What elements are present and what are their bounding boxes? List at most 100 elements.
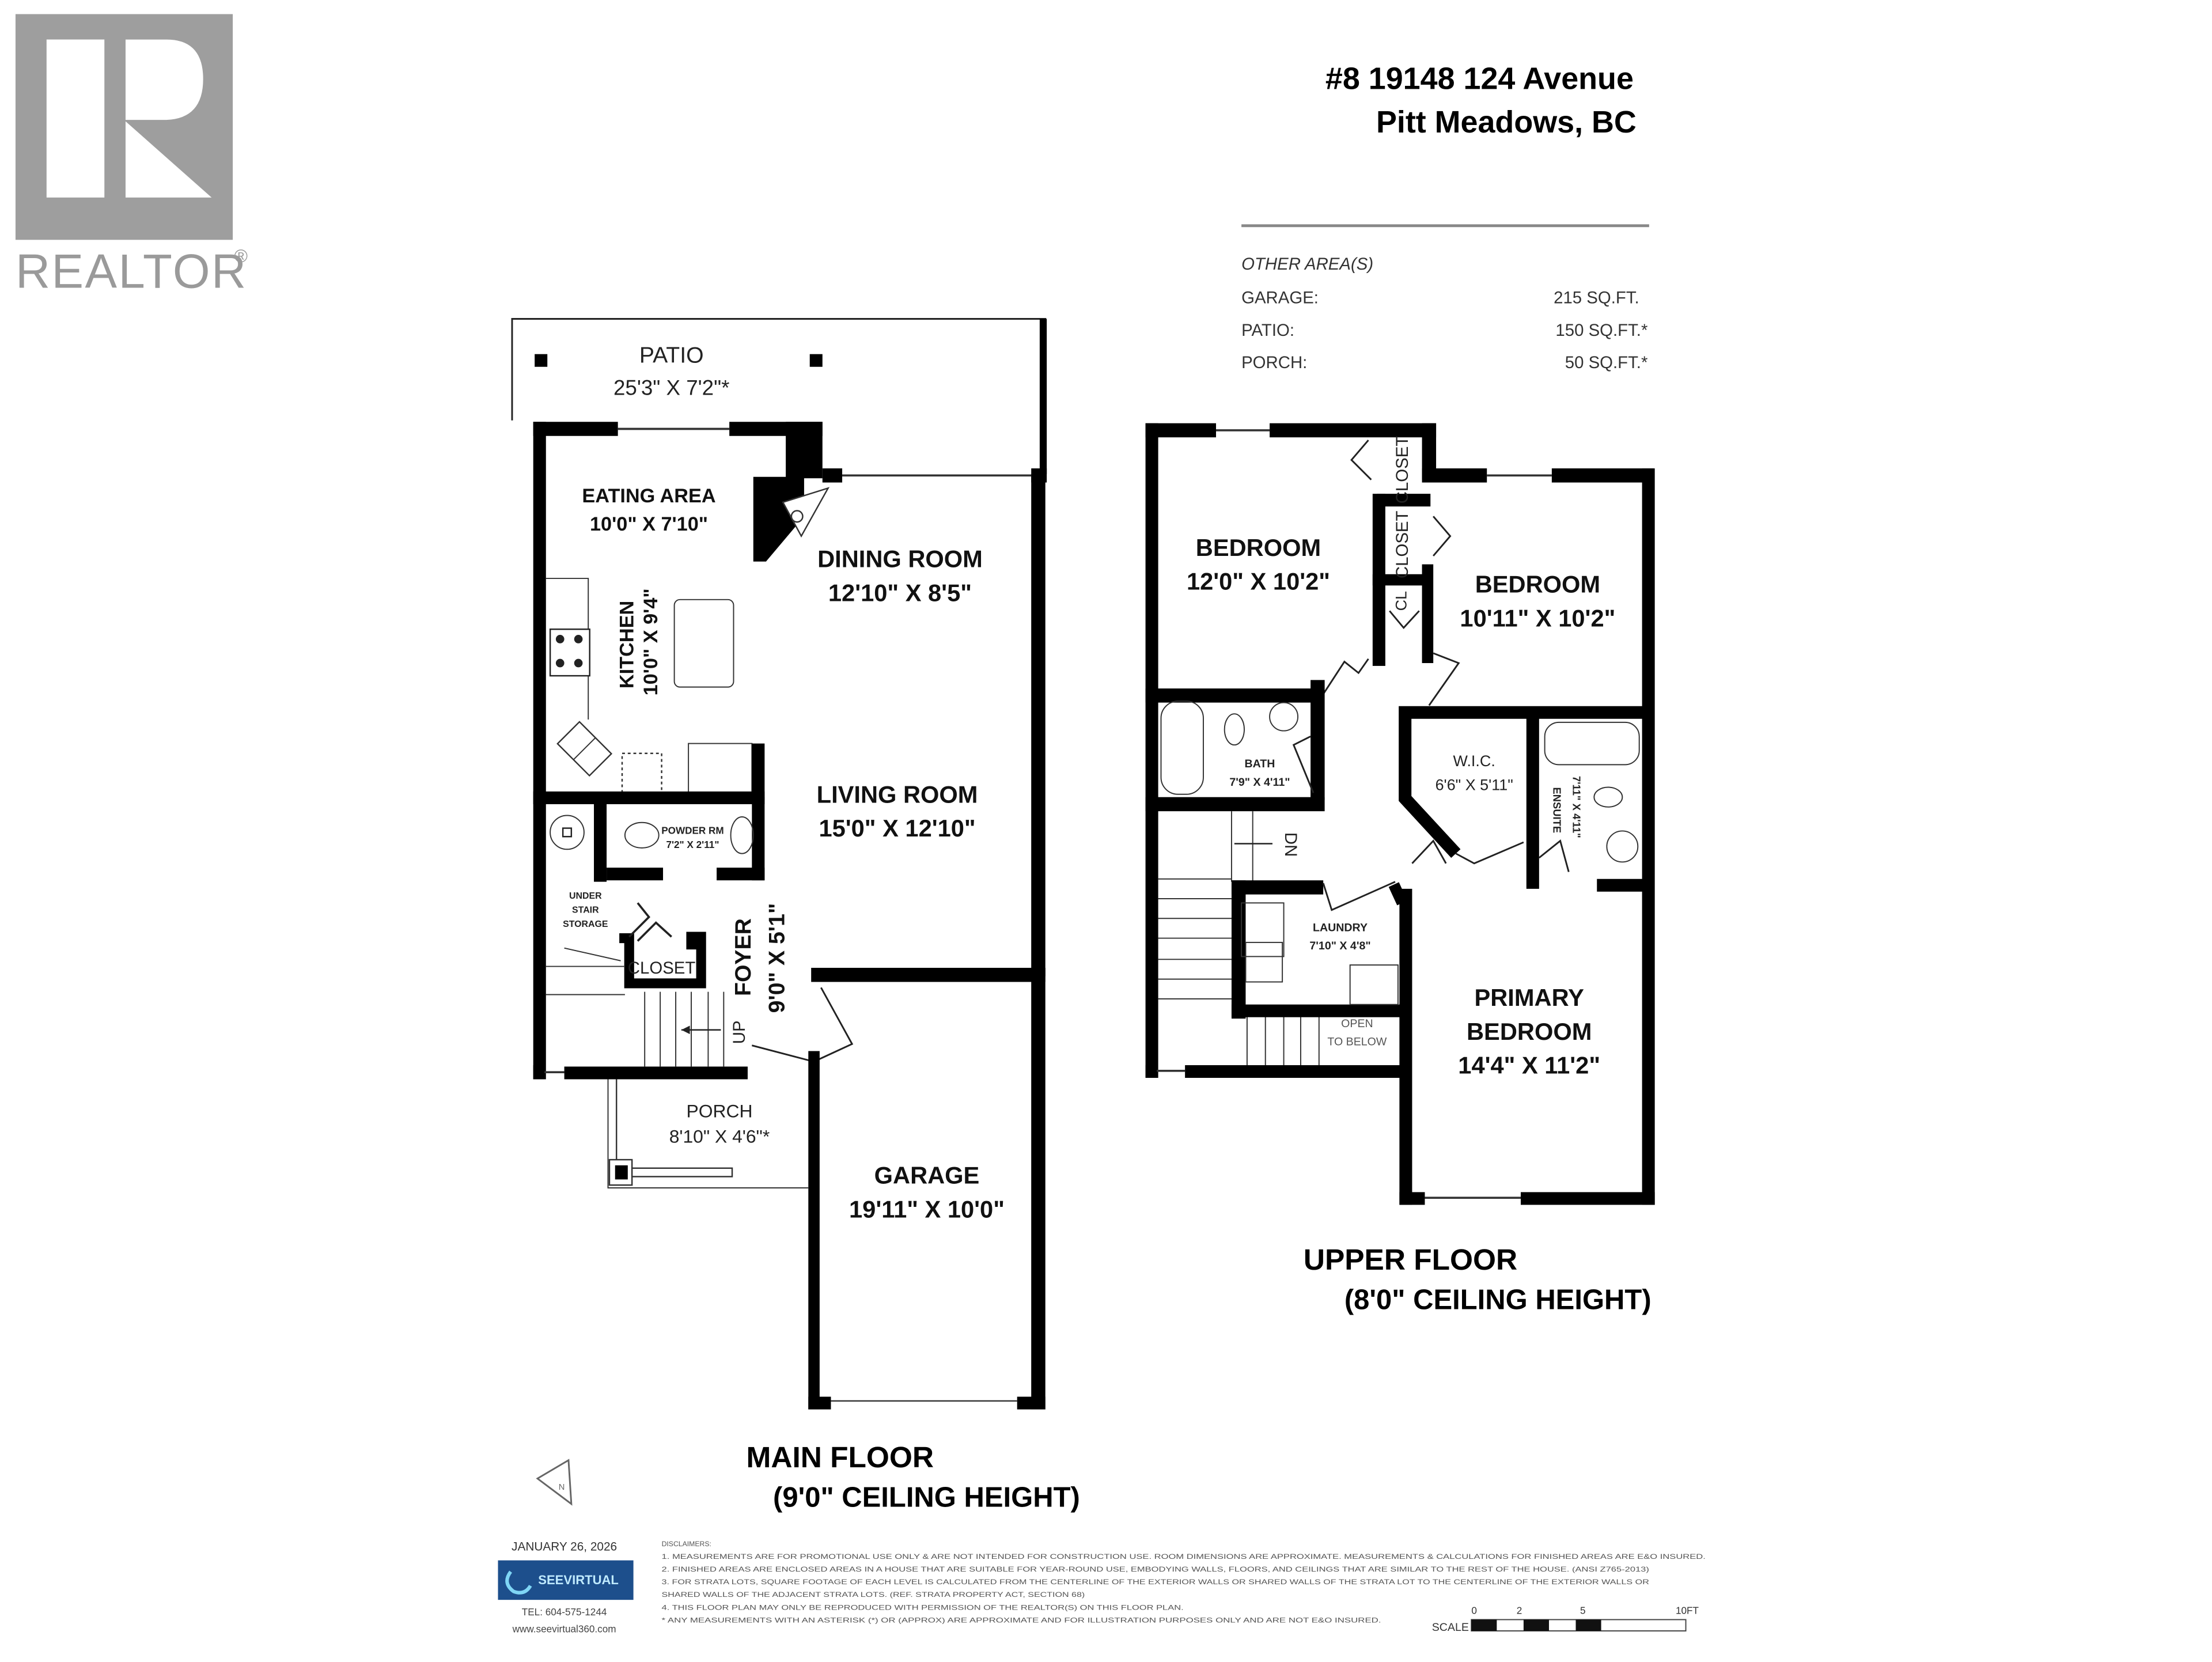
scale-label: SCALE — [1432, 1621, 1469, 1634]
closet-door-icon[interactable] — [1433, 516, 1452, 556]
sink-icon — [1606, 830, 1639, 863]
svg-text:N: N — [559, 1483, 565, 1492]
primary-bedroom-label: PRIMARY — [1474, 984, 1584, 1011]
scale-tick: 5 — [1580, 1605, 1586, 1616]
closet-2-label: CLOSET — [1393, 510, 1412, 578]
cooktop-icon — [549, 629, 590, 677]
realtor-logo-text: REALTOR — [16, 245, 248, 298]
compass-icon: N — [536, 1459, 573, 1506]
other-area-label: PORCH: — [1241, 353, 1307, 372]
disclaimer-line: 4. THIS FLOOR PLAN MAY ONLY BE REPRODUCE… — [662, 1603, 1184, 1611]
bath-door-icon[interactable] — [1292, 736, 1315, 793]
powder-room-label: POWDER RM — [661, 824, 724, 836]
disclaimer-line: 3. FOR STRATA LOTS, SQUARE FOOTAGE OF EA… — [662, 1578, 1649, 1586]
plan-date: JANUARY 26, 2026 — [512, 1540, 617, 1553]
wic-door-icon[interactable] — [1455, 841, 1524, 865]
patio-post-icon — [809, 354, 823, 367]
disclaimer-line: 2. FINISHED AREAS ARE ENCLOSED AREAS IN … — [662, 1565, 1649, 1573]
eating-area-label: EATING AREA — [582, 485, 715, 507]
patio-post-icon — [535, 354, 548, 367]
garage-dims: 19'11" X 10'0" — [849, 1195, 1005, 1222]
svg-text:STAIR: STAIR — [572, 905, 599, 915]
kitchen-island — [673, 599, 734, 688]
other-area-value: 150 SQ.FT.* — [1555, 321, 1647, 340]
disclaimer-line: 1. MEASUREMENTS ARE FOR PROMOTIONAL USE … — [662, 1553, 1706, 1561]
bedroom-2-dims: 10'11" X 10'2" — [1460, 604, 1615, 631]
upper-floor-ceiling: (8'0" CEILING HEIGHT) — [1344, 1285, 1652, 1316]
seevirtual-logo: SEEVIRTUAL — [498, 1560, 634, 1600]
porch-dims: 8'10" X 4'6"* — [669, 1126, 770, 1147]
fireplace-icon — [753, 476, 804, 562]
registered-mark: ® — [234, 246, 248, 267]
washer-icon — [1241, 902, 1285, 957]
primary-door-icon[interactable] — [1411, 839, 1447, 864]
closet-door-icon[interactable] — [1389, 610, 1420, 630]
dining-room-label: DINING ROOM — [817, 545, 983, 572]
other-area-value: 215 SQ.FT. — [1554, 289, 1639, 308]
water-heater-icon — [550, 815, 585, 850]
upper-floor-title: UPPER FLOOR — [1304, 1243, 1517, 1276]
living-room-dims: 15'0" X 12'10" — [819, 815, 975, 842]
closet-door-icon[interactable] — [1350, 440, 1372, 480]
bedroom-2-label: BEDROOM — [1475, 571, 1600, 598]
other-area-label: PATIO: — [1241, 321, 1294, 340]
closet-3-label: CL — [1393, 591, 1410, 611]
seevirtual-swoosh-icon — [505, 1570, 532, 1595]
realtor-logo: REALTOR ® — [15, 14, 248, 298]
dining-room-dims: 12'10" X 8'5" — [828, 579, 972, 606]
patio-dims: 25'3" X 7'2"* — [613, 376, 729, 400]
laundry-dims: 7'10" X 4'8" — [1309, 940, 1370, 952]
scale-tick: 10FT — [1676, 1605, 1699, 1616]
bedroom-door-icon[interactable] — [1322, 658, 1369, 695]
disclaimers: DISCLAIMERS: 1. MEASUREMENTS ARE FOR PRO… — [662, 1540, 1706, 1624]
bedroom-door-icon[interactable] — [1428, 652, 1460, 706]
bath-dims: 7'9" X 4'11" — [1229, 776, 1290, 789]
fridge-icon — [688, 743, 753, 795]
ensuite-label: ENSUITE — [1551, 788, 1563, 834]
address-line-2: Pitt Meadows, BC — [1376, 105, 1637, 139]
under-stair-label: UNDER — [569, 891, 602, 901]
sink-icon — [730, 816, 754, 854]
closet-door-icon[interactable] — [628, 902, 672, 942]
porch-post-icon — [615, 1165, 628, 1180]
other-area-value: 50 SQ.FT.* — [1565, 353, 1648, 372]
other-areas-title: OTHER AREA(S) — [1241, 255, 1373, 274]
bath-label: BATH — [1244, 758, 1275, 770]
upper-floor-plan: CLOSET CLOSET CL BATH 7'9" X 4'11" DN — [1145, 423, 1655, 1205]
footer: JANUARY 26, 2026 SEEVIRTUAL TEL: 604-575… — [498, 1540, 1706, 1634]
main-floor-title: MAIN FLOOR — [747, 1440, 934, 1474]
front-door-icon[interactable] — [751, 987, 854, 1062]
kitchen-sink-icon — [556, 721, 613, 777]
toilet-icon — [1593, 786, 1623, 808]
svg-text:STORAGE: STORAGE — [563, 919, 608, 929]
porch-label: PORCH — [687, 1101, 753, 1122]
company-phone: TEL: 604-575-1244 — [522, 1606, 607, 1618]
garage-label: GARAGE — [874, 1162, 980, 1189]
laundry-label: LAUNDRY — [1313, 921, 1368, 934]
living-room-label: LIVING ROOM — [817, 781, 978, 808]
closet-walls — [619, 932, 706, 989]
ensuite-dims: 7'11" X 4'11" — [1571, 776, 1583, 838]
wic-label: W.I.C. — [1453, 752, 1495, 770]
kitchen-dims: 10'0" X 9'4" — [640, 588, 662, 695]
dryer-icon — [1245, 941, 1283, 983]
disclaimer-line: SHARED WALLS OF THE ADJACENT STRATA LOTS… — [662, 1591, 1085, 1599]
scale-tick: 0 — [1471, 1605, 1477, 1616]
svg-text:BEDROOM: BEDROOM — [1467, 1018, 1592, 1045]
stair-up-label: UP — [730, 1020, 749, 1044]
closet-1-label: CLOSET — [1393, 436, 1412, 504]
disclaimer-title: DISCLAIMERS: — [662, 1540, 711, 1548]
company-logo-text: SEEVIRTUAL — [538, 1573, 619, 1587]
laundry-door-icon[interactable] — [1322, 881, 1396, 911]
closet-label: CLOSET — [628, 959, 696, 978]
toilet-icon — [624, 821, 660, 849]
bathtub-icon — [1544, 721, 1640, 766]
stair-down-label: DN — [1281, 832, 1300, 857]
other-area-label: GARAGE: — [1241, 289, 1319, 308]
svg-text:TO BELOW: TO BELOW — [1327, 1036, 1387, 1048]
scale-bar: SCALE 0 2 5 10FT — [1432, 1605, 1699, 1634]
ensuite-door-icon[interactable] — [1538, 839, 1570, 872]
company-website[interactable]: www.seevirtual360.com — [512, 1623, 616, 1634]
bedroom-1-label: BEDROOM — [1196, 534, 1321, 561]
